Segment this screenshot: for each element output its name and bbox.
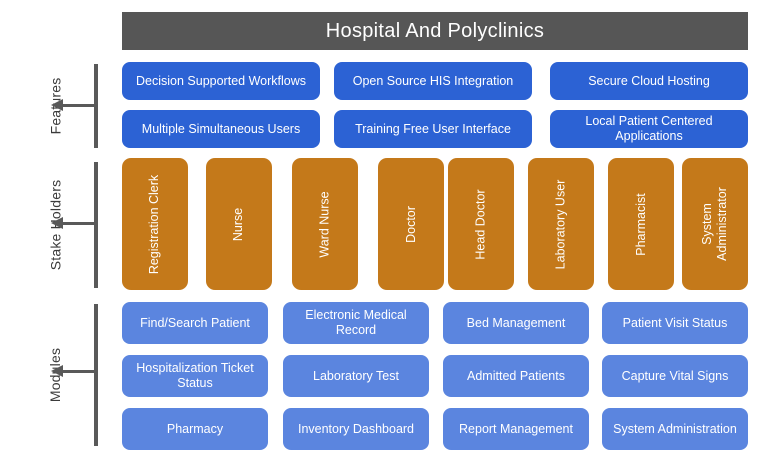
- module-box[interactable]: Bed Management: [443, 302, 589, 344]
- feature-box[interactable]: Decision Supported Workflows: [122, 62, 320, 100]
- feature-box-label: Multiple Simultaneous Users: [141, 121, 301, 136]
- module-box[interactable]: System Administration: [602, 408, 748, 450]
- module-box-label: Hospitalization Ticket Status: [136, 361, 254, 390]
- module-box-label: Inventory Dashboard: [297, 421, 415, 436]
- module-box-label: Patient Visit Status: [622, 315, 728, 330]
- module-box-label: Capture Vital Signs: [621, 368, 729, 383]
- stakeholder-box-label: Doctor: [403, 205, 418, 243]
- module-box[interactable]: Find/Search Patient: [122, 302, 268, 344]
- stakeholder-box[interactable]: Nurse: [206, 158, 272, 290]
- module-box[interactable]: Admitted Patients: [443, 355, 589, 397]
- rail-features: Features: [0, 58, 110, 154]
- module-box[interactable]: Electronic Medical Record: [283, 302, 429, 344]
- page-title-text: Hospital And Polyclinics: [325, 19, 545, 42]
- stakeholder-box-label: Head Doctor: [473, 188, 488, 260]
- module-box-label: System Administration: [613, 421, 737, 436]
- feature-box-label: Local Patient Centered Applications: [585, 114, 713, 143]
- module-box-label: Bed Management: [466, 315, 566, 330]
- module-box[interactable]: Laboratory Test: [283, 355, 429, 397]
- feature-box-label: Open Source HIS Integration: [352, 73, 514, 88]
- stakeholder-box-label: Ward Nurse: [317, 190, 332, 258]
- module-box[interactable]: Report Management: [443, 408, 589, 450]
- rail-stake-holders: Stake Holders: [0, 158, 110, 292]
- stakeholder-box[interactable]: Laboratory User: [528, 158, 594, 290]
- stakeholder-box[interactable]: Head Doctor: [448, 158, 514, 290]
- feature-box[interactable]: Local Patient Centered Applications: [550, 110, 748, 148]
- module-box-label: Laboratory Test: [313, 368, 399, 383]
- page-title: Hospital And Polyclinics: [122, 12, 748, 50]
- rail-arrow-modules: [51, 365, 96, 377]
- stakeholder-box[interactable]: Pharmacist: [608, 158, 674, 290]
- stakeholder-box[interactable]: Doctor: [378, 158, 444, 290]
- feature-box-label: Secure Cloud Hosting: [588, 73, 710, 88]
- feature-box[interactable]: Secure Cloud Hosting: [550, 62, 748, 100]
- module-box-label: Admitted Patients: [467, 368, 565, 383]
- stakeholder-box[interactable]: Registration Clerk: [122, 158, 188, 290]
- stakeholder-box[interactable]: Ward Nurse: [292, 158, 358, 290]
- rail-modules: Modules: [0, 300, 110, 450]
- feature-box[interactable]: Training Free User Interface: [334, 110, 532, 148]
- rail-arrow-stake-holders: [51, 217, 96, 229]
- rail-bar-modules: [94, 304, 98, 446]
- stakeholder-box-label: Nurse: [231, 207, 246, 241]
- module-box-label: Electronic Medical Record: [305, 308, 407, 337]
- feature-box[interactable]: Multiple Simultaneous Users: [122, 110, 320, 148]
- module-box-label: Pharmacy: [166, 421, 224, 436]
- module-box-label: Report Management: [459, 421, 573, 436]
- feature-box[interactable]: Open Source HIS Integration: [334, 62, 532, 100]
- module-box[interactable]: Inventory Dashboard: [283, 408, 429, 450]
- stakeholder-box-label: Registration Clerk: [147, 174, 162, 274]
- feature-box-label: Decision Supported Workflows: [136, 73, 306, 88]
- rail-arrow-features: [51, 99, 96, 111]
- feature-box-label: Training Free User Interface: [355, 121, 511, 136]
- rail-bar-stake-holders: [94, 162, 98, 288]
- module-box-label: Find/Search Patient: [140, 315, 250, 330]
- rail-bar-features: [94, 64, 98, 148]
- stakeholder-box-label: Pharmacist: [633, 192, 648, 256]
- module-box[interactable]: Pharmacy: [122, 408, 268, 450]
- stakeholder-box-label: Laboratory User: [553, 179, 568, 269]
- module-box[interactable]: Capture Vital Signs: [602, 355, 748, 397]
- module-box[interactable]: Patient Visit Status: [602, 302, 748, 344]
- module-box[interactable]: Hospitalization Ticket Status: [122, 355, 268, 397]
